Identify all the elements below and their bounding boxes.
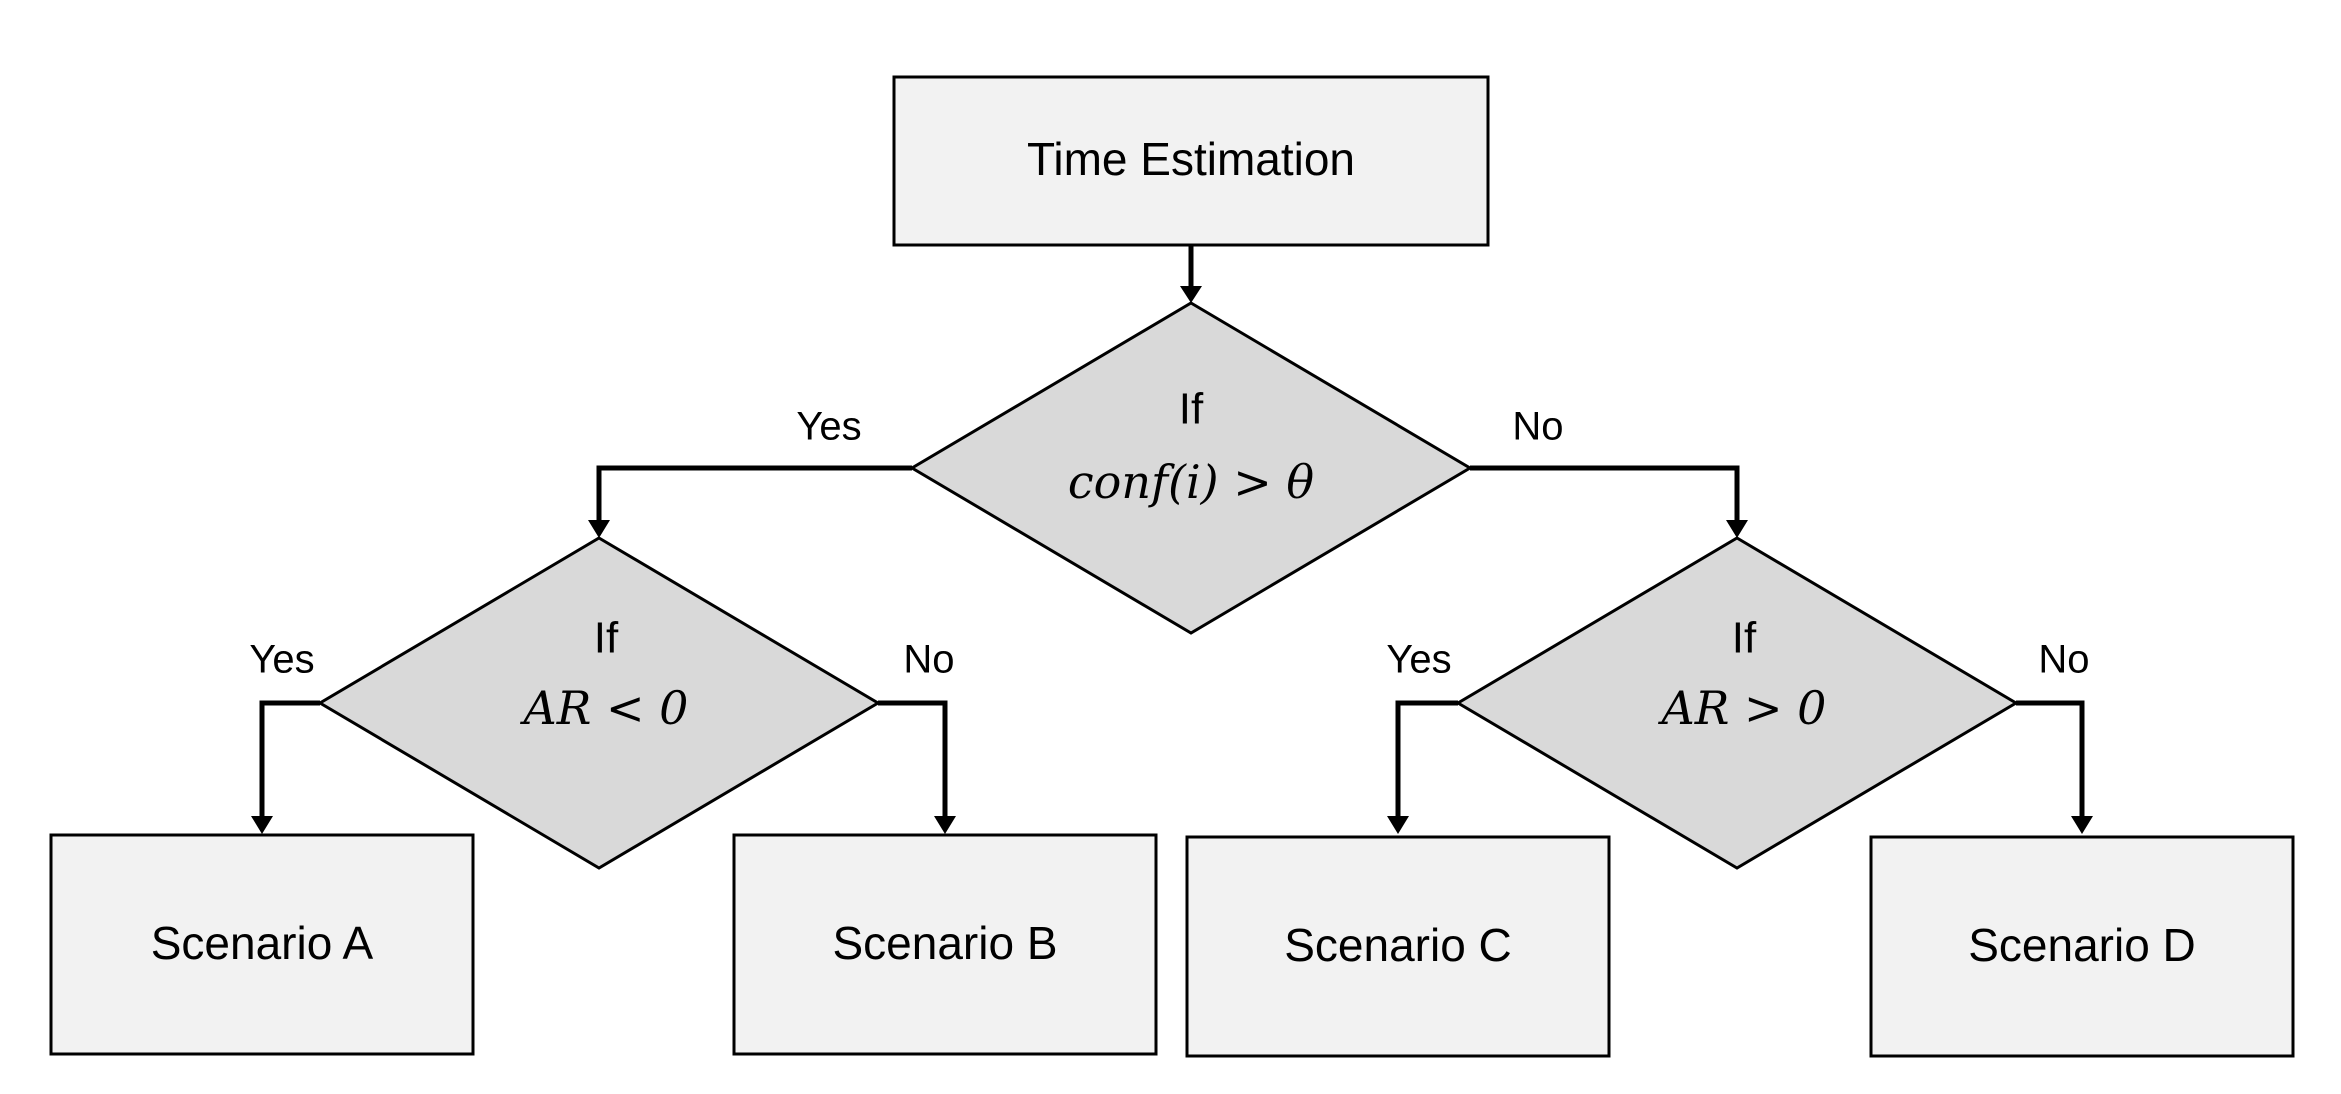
scenario-c-node: Scenario C <box>1185 835 1611 1058</box>
arrow-left-yes <box>259 700 320 818</box>
arrow-left-no <box>878 700 948 818</box>
left-decision-condition: AR < 0 <box>520 681 689 735</box>
arrowhead-main-yes <box>588 520 610 538</box>
scenario-a-box <box>49 833 475 1056</box>
arrowhead-right-no <box>2071 816 2093 834</box>
right-decision-diamond <box>1455 536 2019 870</box>
left-yes-label: Yes <box>249 638 314 682</box>
main-no-label: No <box>1512 405 1563 449</box>
scenario-d-label: Scenario D <box>1968 919 2196 971</box>
scenario-c-box <box>1185 835 1611 1058</box>
scenario-a-label: Scenario A <box>151 917 374 969</box>
arrow-right-yes <box>1395 700 1458 818</box>
main-yes-label: Yes <box>796 405 861 449</box>
left-decision-diamond <box>317 536 881 870</box>
scenario-d-box <box>1869 835 2295 1058</box>
scenario-b-box <box>732 833 1158 1056</box>
main-decision-diamond <box>909 301 1473 635</box>
arrowhead-left-yes <box>251 816 273 834</box>
arrow-main-no <box>1470 465 1740 522</box>
time-estimation-node: Time Estimation <box>892 75 1490 247</box>
arrowhead-root-to-main-decision <box>1180 286 1202 303</box>
arrow-main-yes <box>596 465 912 522</box>
arrow-right-no <box>2016 700 2085 818</box>
main-decision-condition: conf(i) > θ <box>1068 455 1314 509</box>
scenario-a-node: Scenario A <box>49 833 475 1056</box>
scenario-b-node: Scenario B <box>732 833 1158 1056</box>
scenario-c-label: Scenario C <box>1284 919 1512 971</box>
right-decision-condition: AR > 0 <box>1658 681 1827 735</box>
main-decision-if: If <box>1179 385 1204 434</box>
right-yes-label: Yes <box>1386 638 1451 682</box>
arrowhead-main-no <box>1726 520 1748 538</box>
main-decision-node: If conf(i) > θ <box>909 301 1473 635</box>
time-estimation-label: Time Estimation <box>1027 133 1355 185</box>
time-estimation-box <box>892 75 1490 247</box>
right-no-label: No <box>2038 638 2089 682</box>
left-decision-node: If AR < 0 <box>317 536 881 870</box>
scenario-d-node: Scenario D <box>1869 835 2295 1058</box>
scenario-b-label: Scenario B <box>832 917 1057 969</box>
left-decision-if: If <box>594 614 619 663</box>
right-decision-node: If AR > 0 <box>1455 536 2019 870</box>
arrowhead-right-yes <box>1387 816 1409 834</box>
left-no-label: No <box>903 638 954 682</box>
right-decision-if: If <box>1732 614 1757 663</box>
arrowhead-left-no <box>934 816 956 834</box>
